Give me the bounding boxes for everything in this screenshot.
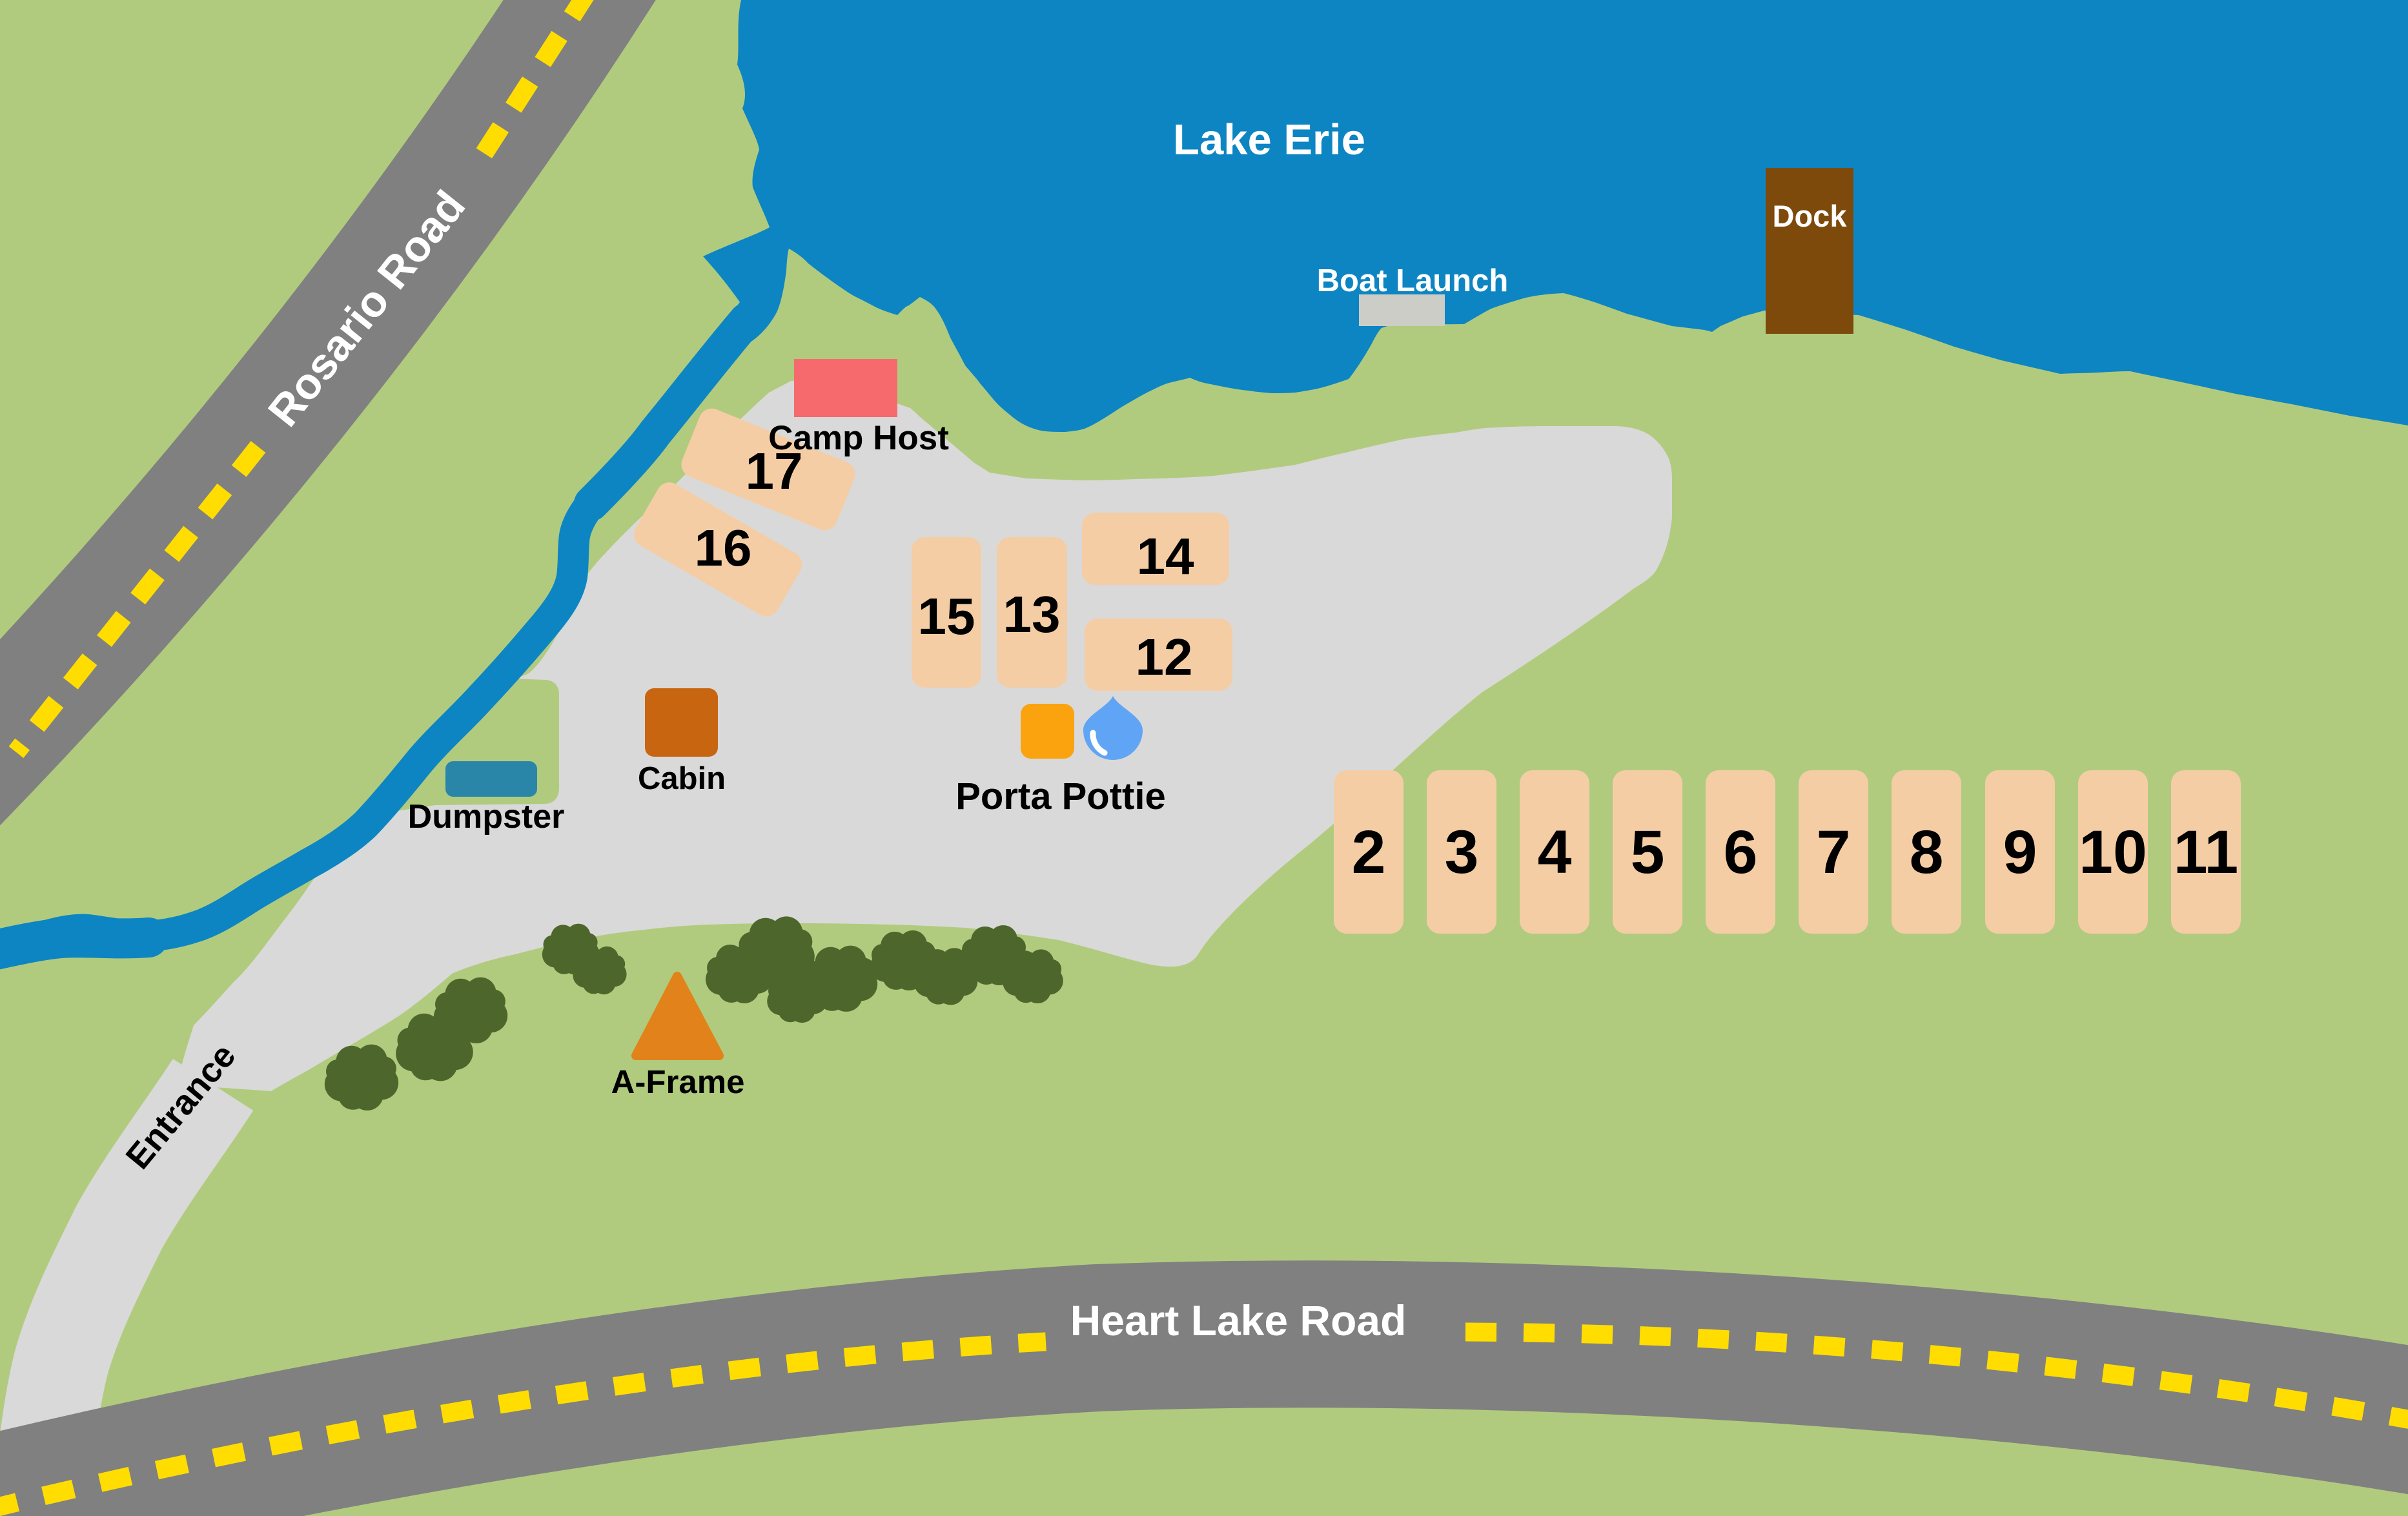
svg-text:12: 12 — [1136, 628, 1193, 686]
svg-text:16: 16 — [695, 519, 752, 577]
svg-text:10: 10 — [2079, 818, 2147, 886]
svg-text:6: 6 — [1724, 818, 1758, 886]
svg-text:4: 4 — [1538, 818, 1572, 886]
svg-text:Lake Erie: Lake Erie — [1173, 116, 1365, 164]
svg-text:Camp Host: Camp Host — [768, 419, 949, 457]
svg-text:3: 3 — [1445, 818, 1479, 886]
svg-text:8: 8 — [1910, 818, 1944, 886]
svg-text:Dock: Dock — [1773, 199, 1848, 233]
svg-text:14: 14 — [1137, 528, 1194, 585]
svg-text:A-Frame: A-Frame — [611, 1063, 745, 1100]
svg-text:Cabin: Cabin — [638, 761, 726, 796]
svg-text:15: 15 — [918, 588, 975, 645]
svg-text:13: 13 — [1003, 586, 1061, 643]
svg-text:7: 7 — [1817, 818, 1851, 886]
svg-text:17: 17 — [746, 442, 803, 500]
svg-text:11: 11 — [2174, 818, 2238, 886]
svg-text:Boat Launch: Boat Launch — [1317, 263, 1509, 298]
svg-text:9: 9 — [2003, 818, 2037, 886]
svg-text:Dumpster: Dumpster — [408, 798, 565, 835]
svg-text:5: 5 — [1631, 818, 1665, 886]
svg-text:Porta Pottie: Porta Pottie — [955, 775, 1166, 817]
svg-text:2: 2 — [1352, 818, 1386, 886]
svg-text:Heart Lake Road: Heart Lake Road — [1070, 1296, 1407, 1344]
